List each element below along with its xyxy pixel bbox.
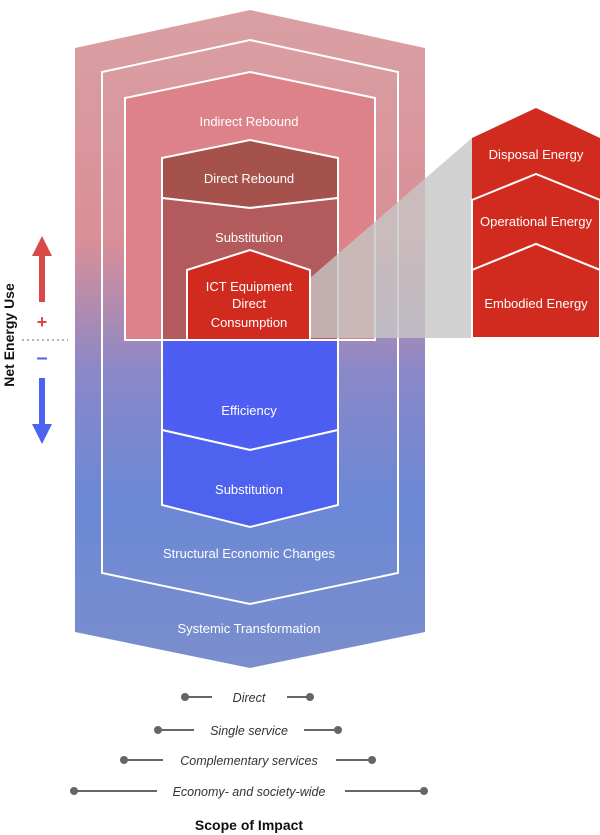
ict-label-line2: Direct: [232, 296, 266, 311]
ict-label-line1: ICT Equipment: [206, 279, 293, 294]
scope-economy-label: Economy- and society-wide: [173, 785, 326, 799]
lifecycle-stack: [471, 108, 600, 339]
substitution-lower-layer: [161, 428, 339, 529]
plus-sign: +: [37, 312, 48, 332]
scope-complementary-services: Complementary services: [120, 754, 376, 768]
systemic-transformation-label: Systemic Transformation: [177, 621, 320, 636]
direct-rebound-label: Direct Rebound: [204, 171, 294, 186]
net-energy-axis-title: Net Energy Use: [1, 283, 17, 387]
lifecycle-projection: [310, 138, 472, 338]
substitution-lower-label: Substitution: [215, 482, 283, 497]
minus-sign: –: [36, 347, 47, 369]
scope-complementary-label: Complementary services: [180, 754, 318, 768]
structural-changes-layer: [101, 38, 399, 606]
disposal-energy-block: [472, 108, 600, 200]
disposal-energy-label: Disposal Energy: [489, 147, 584, 162]
substitution-upper-label: Substitution: [215, 230, 283, 245]
net-energy-axis: Net Energy Use + –: [1, 236, 68, 444]
scope-of-impact-title: Scope of Impact: [195, 817, 303, 833]
efficiency-label: Efficiency: [221, 403, 277, 418]
embodied-energy-block: [471, 242, 600, 339]
embodied-energy-label: Embodied Energy: [484, 296, 588, 311]
operational-energy-label: Operational Energy: [480, 214, 593, 229]
down-arrow-icon: [32, 424, 52, 444]
structural-changes-label: Structural Economic Changes: [163, 546, 335, 561]
scope-of-impact: Direct Single service Complementary serv…: [70, 691, 428, 833]
scope-single-service: Single service: [154, 724, 342, 738]
ict-direct-consumption-box: [186, 248, 311, 341]
scope-economy-wide: Economy- and society-wide: [70, 785, 428, 799]
efficiency-layer: [161, 339, 339, 452]
scope-direct-label: Direct: [233, 691, 266, 705]
scope-direct: Direct: [181, 691, 314, 705]
up-arrow-icon: [32, 236, 52, 256]
ict-label-line3: Consumption: [211, 315, 288, 330]
scope-single-service-label: Single service: [210, 724, 288, 738]
indirect-rebound-label: Indirect Rebound: [199, 114, 298, 129]
